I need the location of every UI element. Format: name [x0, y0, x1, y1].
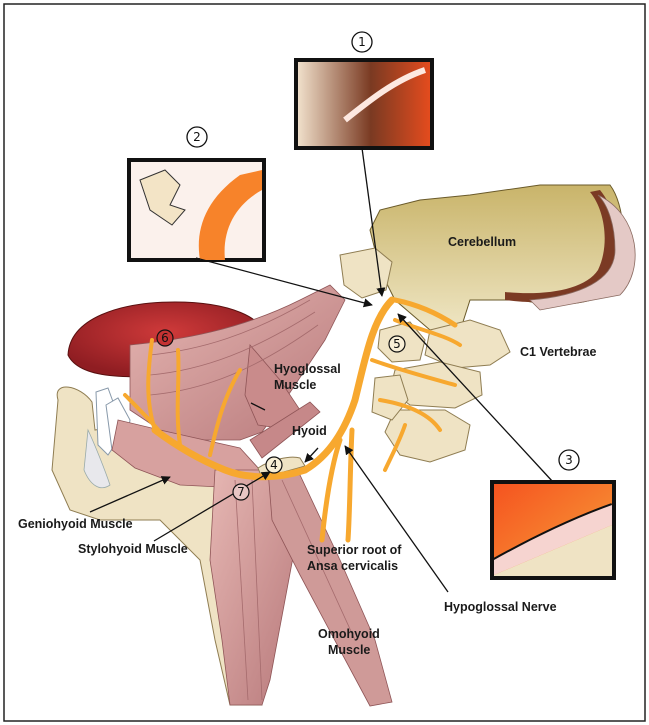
label-superior-root-line1: Superior root of	[307, 543, 402, 557]
svg-text:5: 5	[393, 337, 401, 351]
marker-1: 1	[352, 32, 372, 52]
label-stylohyoid: Stylohyoid Muscle	[78, 542, 188, 556]
label-hyoglossal-line2: Muscle	[274, 378, 316, 392]
marker-7: 7	[233, 484, 249, 500]
svg-text:3: 3	[565, 453, 573, 467]
marker-2: 2	[187, 127, 207, 147]
marker-5: 5	[389, 336, 405, 352]
marker-6: 6	[157, 330, 173, 346]
label-hypoglossal-nerve: Hypoglossal Nerve	[444, 600, 557, 614]
label-c1-vertebrae: C1 Vertebrae	[520, 345, 596, 359]
brainstem-region	[370, 185, 635, 330]
svg-text:1: 1	[358, 35, 366, 49]
inset-3	[492, 482, 614, 578]
label-omohyoid-line2: Muscle	[328, 643, 370, 657]
inset-2	[129, 160, 264, 260]
svg-text:6: 6	[161, 331, 169, 345]
svg-text:7: 7	[237, 485, 245, 499]
label-hyoglossal-line1: Hyoglossal	[274, 362, 341, 376]
marker-3: 3	[559, 450, 579, 470]
label-cerebellum: Cerebellum	[448, 235, 516, 249]
label-geniohyoid: Geniohyoid Muscle	[18, 517, 133, 531]
marker-4: 4	[266, 457, 282, 473]
label-omohyoid-line1: Omohyoid	[318, 627, 380, 641]
svg-text:4: 4	[270, 458, 278, 472]
inset-1	[296, 60, 432, 148]
svg-text:2: 2	[193, 130, 201, 144]
label-superior-root-line2: Ansa cervicalis	[307, 559, 398, 573]
label-hyoid: Hyoid	[292, 424, 327, 438]
